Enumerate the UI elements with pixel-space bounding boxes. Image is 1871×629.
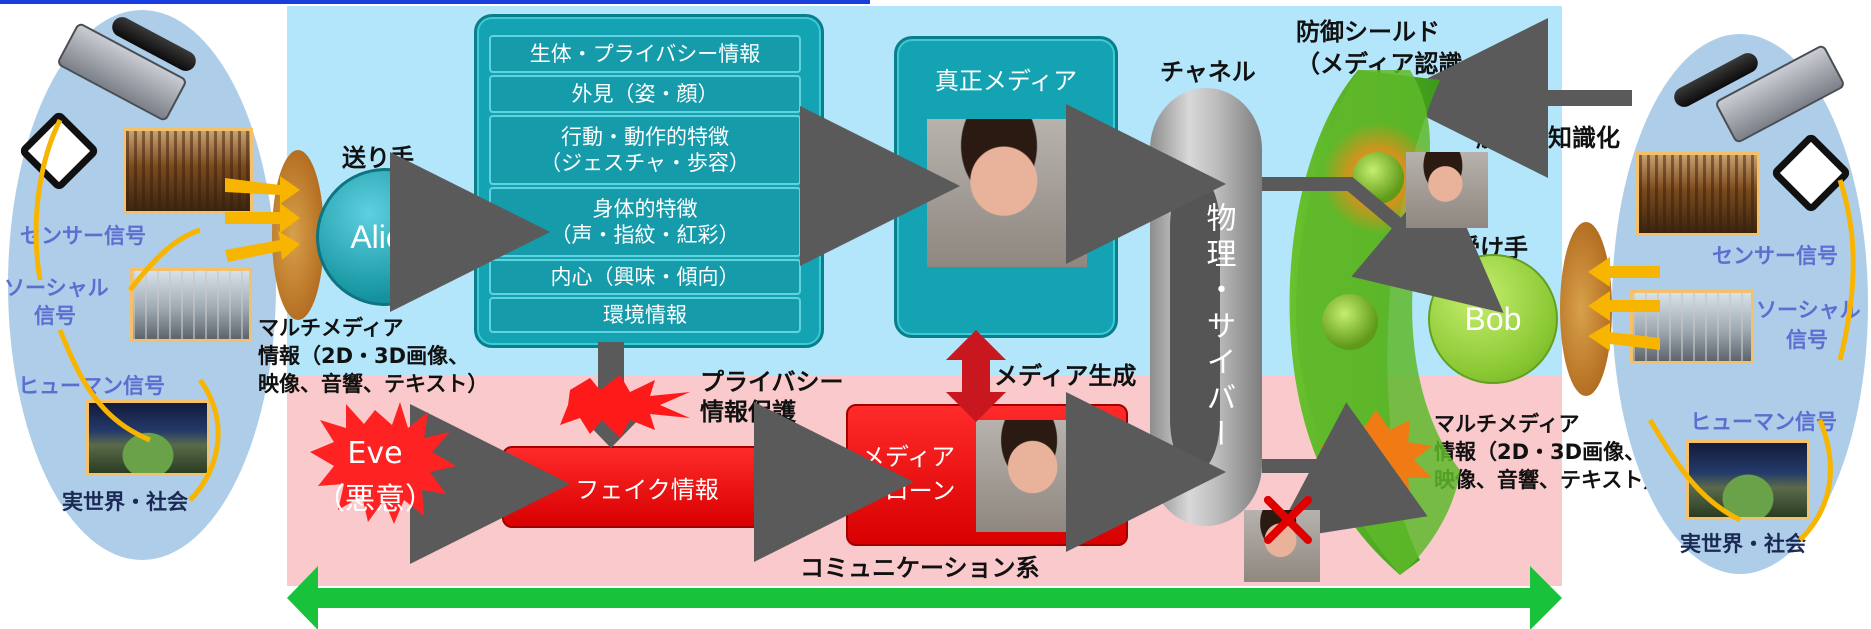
alice-node: Alice bbox=[316, 168, 454, 306]
right-media-disc bbox=[1560, 222, 1612, 396]
media-generation-label: メディア生成 bbox=[994, 362, 1137, 390]
left-stadium-photo bbox=[86, 400, 210, 476]
privacy-protection-line1: プライバシー bbox=[700, 368, 844, 396]
media-clone-line1: メディア bbox=[860, 443, 956, 472]
media-clone-label-wrap: メディア クローン bbox=[856, 441, 960, 508]
media-clone-line2: クローン bbox=[860, 477, 956, 505]
right-concert-photo bbox=[1636, 152, 1760, 236]
left-social-signal-label-1: ソーシャル bbox=[4, 276, 109, 300]
clone-face-photo bbox=[976, 420, 1094, 532]
fake-info-box: フェイク情報 bbox=[502, 446, 792, 528]
right-social-signal-label-1: ソーシャル bbox=[1756, 298, 1861, 322]
multimedia-left-line1: マルチメディア bbox=[258, 316, 404, 340]
shield-label-line2: （メディア認識・理解） bbox=[1296, 50, 1559, 78]
eve-label-line2: （悪意） bbox=[315, 482, 435, 517]
channel-label: チャネル bbox=[1160, 58, 1256, 86]
info-row-appearance: 外見（姿・顔） bbox=[489, 75, 801, 113]
media-clone-box: メディア クローン bbox=[846, 404, 1128, 546]
blocked-clone-x-overlay bbox=[1262, 494, 1314, 546]
left-real-world-label: 実世界・社会 bbox=[62, 490, 188, 514]
authentic-media-box: 真正メディア bbox=[894, 36, 1118, 338]
interpretation-label: 解釈・知識化 bbox=[1476, 124, 1620, 152]
left-sensor-signal-label: センサー信号 bbox=[20, 224, 146, 248]
bob-node: Bob bbox=[1428, 254, 1558, 384]
multimedia-right-line3: 映像、音響、テキスト） bbox=[1434, 468, 1665, 492]
left-concert-photo bbox=[123, 128, 253, 214]
shield-face-thumbnail bbox=[1406, 152, 1488, 228]
right-stadium-photo bbox=[1686, 440, 1810, 520]
right-human-signal-label: ヒューマン信号 bbox=[1690, 410, 1837, 434]
eve-label-line1: Eve bbox=[347, 436, 403, 471]
top-rule bbox=[0, 0, 870, 4]
multimedia-right-line2: 情報（2D・3D画像、 bbox=[1434, 440, 1646, 464]
right-hall-photo bbox=[1630, 290, 1754, 364]
communication-system-label: コミュニケーション系 bbox=[800, 554, 1040, 582]
fake-info-label: フェイク情報 bbox=[575, 475, 719, 504]
info-row-environment: 環境情報 bbox=[489, 297, 801, 333]
shield-label-line1: 防御シールド bbox=[1296, 18, 1440, 46]
privacy-protection-line2: 情報保護 bbox=[700, 398, 796, 426]
info-row-behavior: 行動・動作的特徴 （ジェスチャ・歩容） bbox=[489, 115, 801, 185]
info-row-biometric-privacy: 生体・プライバシー情報 bbox=[489, 35, 801, 73]
info-row-physical: 身体的特徴 （声・指紋・紅彩） bbox=[489, 187, 801, 257]
left-social-signal-label-2: 信号 bbox=[34, 304, 76, 328]
right-sensor-signal-label: センサー信号 bbox=[1712, 244, 1838, 268]
channel-text: 物理・サイバー bbox=[1200, 202, 1236, 454]
right-social-signal-label-2: 信号 bbox=[1786, 328, 1828, 352]
left-human-signal-label: ヒューマン信号 bbox=[18, 374, 165, 398]
x-mark-icon bbox=[1264, 496, 1312, 544]
info-row-inner-mind: 内心（興味・傾向） bbox=[489, 259, 801, 295]
multimedia-right-line1: マルチメディア bbox=[1434, 412, 1580, 436]
multimedia-left-line2: 情報（2D・3D画像、 bbox=[258, 344, 470, 368]
left-hall-photo bbox=[130, 268, 252, 342]
right-real-world-label: 実世界・社会 bbox=[1680, 532, 1806, 556]
personal-info-panel: 生体・プライバシー情報 外見（姿・顔） 行動・動作的特徴 （ジェスチャ・歩容） … bbox=[474, 14, 824, 348]
authentic-media-label: 真正メディア bbox=[934, 67, 1078, 95]
authentic-face-photo bbox=[927, 119, 1087, 267]
multimedia-left-line3: 映像、音響、テキスト） bbox=[258, 372, 489, 396]
